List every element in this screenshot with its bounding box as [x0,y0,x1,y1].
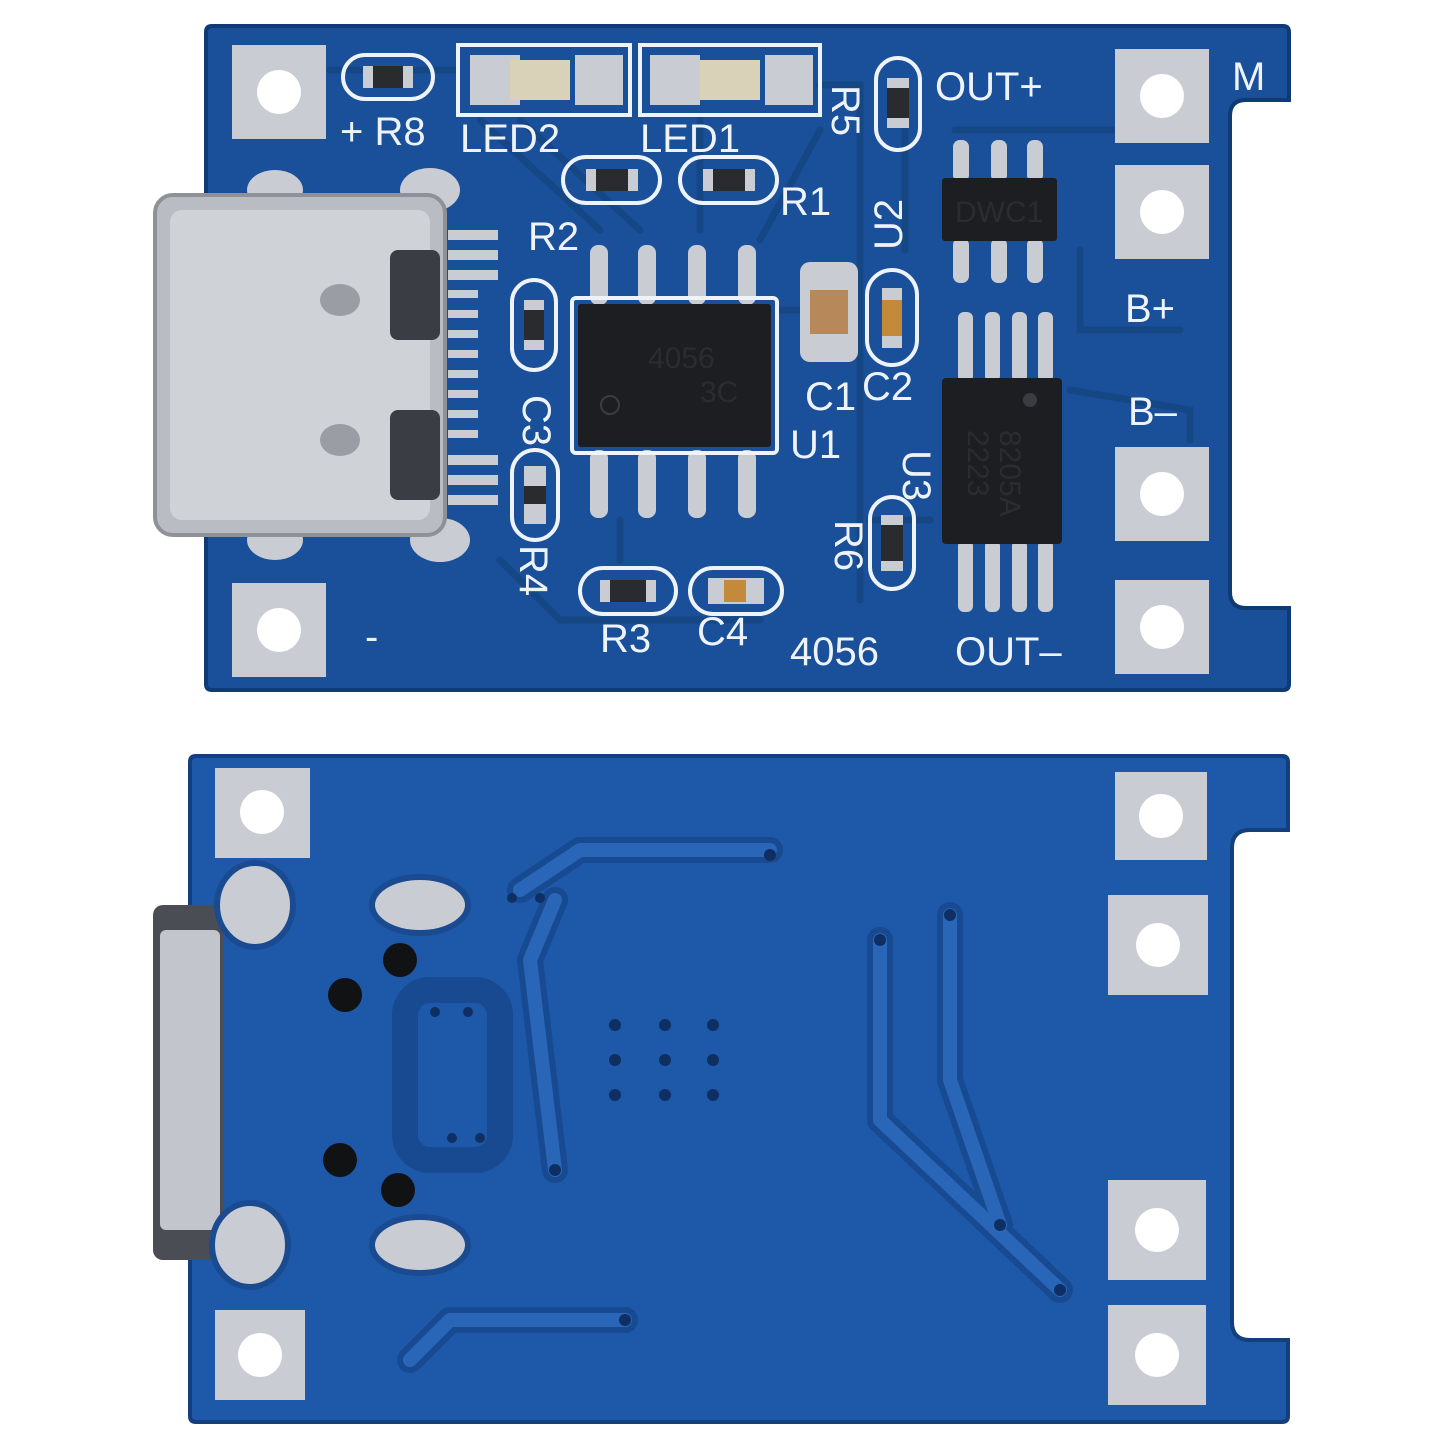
front-traces [326,66,1194,624]
capacitor-c3 [510,278,558,372]
resistor-near-r2 [561,155,662,205]
back-pad-top-right-1 [1115,772,1207,860]
label-r6: R6 [826,520,870,571]
u1-marking-line1: 4056 [648,342,715,375]
label-c3: C3 [514,395,558,446]
resistor-r6 [868,495,916,591]
back-pad-bottom-left [215,1310,305,1400]
resistor-r1 [678,155,779,205]
label-r5: R5 [823,85,867,136]
label-board-name: 4056 [790,630,879,674]
chip-u3: 8205A 2223 [942,312,1062,612]
led1 [638,43,822,117]
chip-u2: DWC1 [942,140,1057,283]
label-c1: C1 [805,375,856,419]
front-pad-out-plus [1115,49,1209,143]
front-pad-b-plus [1115,165,1209,259]
resistor-r8 [341,53,435,101]
u2-marking: DWC1 [955,196,1043,229]
label-minus: - [365,615,378,659]
label-c4: C4 [697,610,748,654]
back-pcb-edge [188,754,1290,1424]
resistor-r4 [510,448,560,542]
front-board: 4056 3C DWC1 [153,24,1291,692]
u1-marking-line2: 3C [700,376,738,409]
via-icon [323,943,417,1207]
back-trace-highlights [403,843,1067,1367]
label-led2: LED2 [460,117,560,161]
back-solder-joints [209,860,471,1290]
chip-u1: 4056 3C [570,245,779,518]
back-pad-bottom-right-1 [1108,1180,1206,1280]
front-pad-b-minus [1115,447,1209,541]
capacitor-c2 [865,268,919,367]
label-b-minus: B– [1128,390,1178,434]
u3-marking-line2: 2223 [961,430,994,497]
front-pad-plus [232,45,326,139]
label-led1: LED1 [640,117,740,161]
resistor-r5 [874,56,922,152]
label-r3: R3 [600,617,651,661]
label-r1: R1 [780,180,831,224]
usb-c-connector-back-icon [153,905,223,1260]
front-pad-out-minus [1115,580,1209,674]
capacitor-c1 [800,262,858,362]
led2 [456,43,632,117]
resistor-r3 [578,566,678,616]
label-r4: R4 [511,545,555,596]
label-plus-r8: + R8 [340,110,426,154]
label-c2: C2 [862,365,913,409]
back-pad-top-right-2 [1108,895,1208,995]
front-pcb-edge [204,24,1291,692]
u3-marking-line1: 8205A [993,430,1026,517]
label-out-plus: OUT+ [935,65,1043,109]
label-u2: U2 [867,199,911,250]
usb-c-connector-icon [153,168,498,562]
label-b-plus: B+ [1125,287,1175,331]
label-u3: U3 [894,450,938,501]
back-pad-top-left [215,768,310,858]
label-m: M [1232,55,1265,99]
front-pad-minus [232,583,326,677]
label-u1: U1 [790,423,841,467]
back-small-vias [430,849,1066,1326]
label-out-minus: OUT– [955,630,1062,674]
label-r2: R2 [528,215,579,259]
capacitor-c4 [688,566,784,616]
back-pad-bottom-right-2 [1108,1305,1206,1405]
back-board [153,754,1290,1424]
